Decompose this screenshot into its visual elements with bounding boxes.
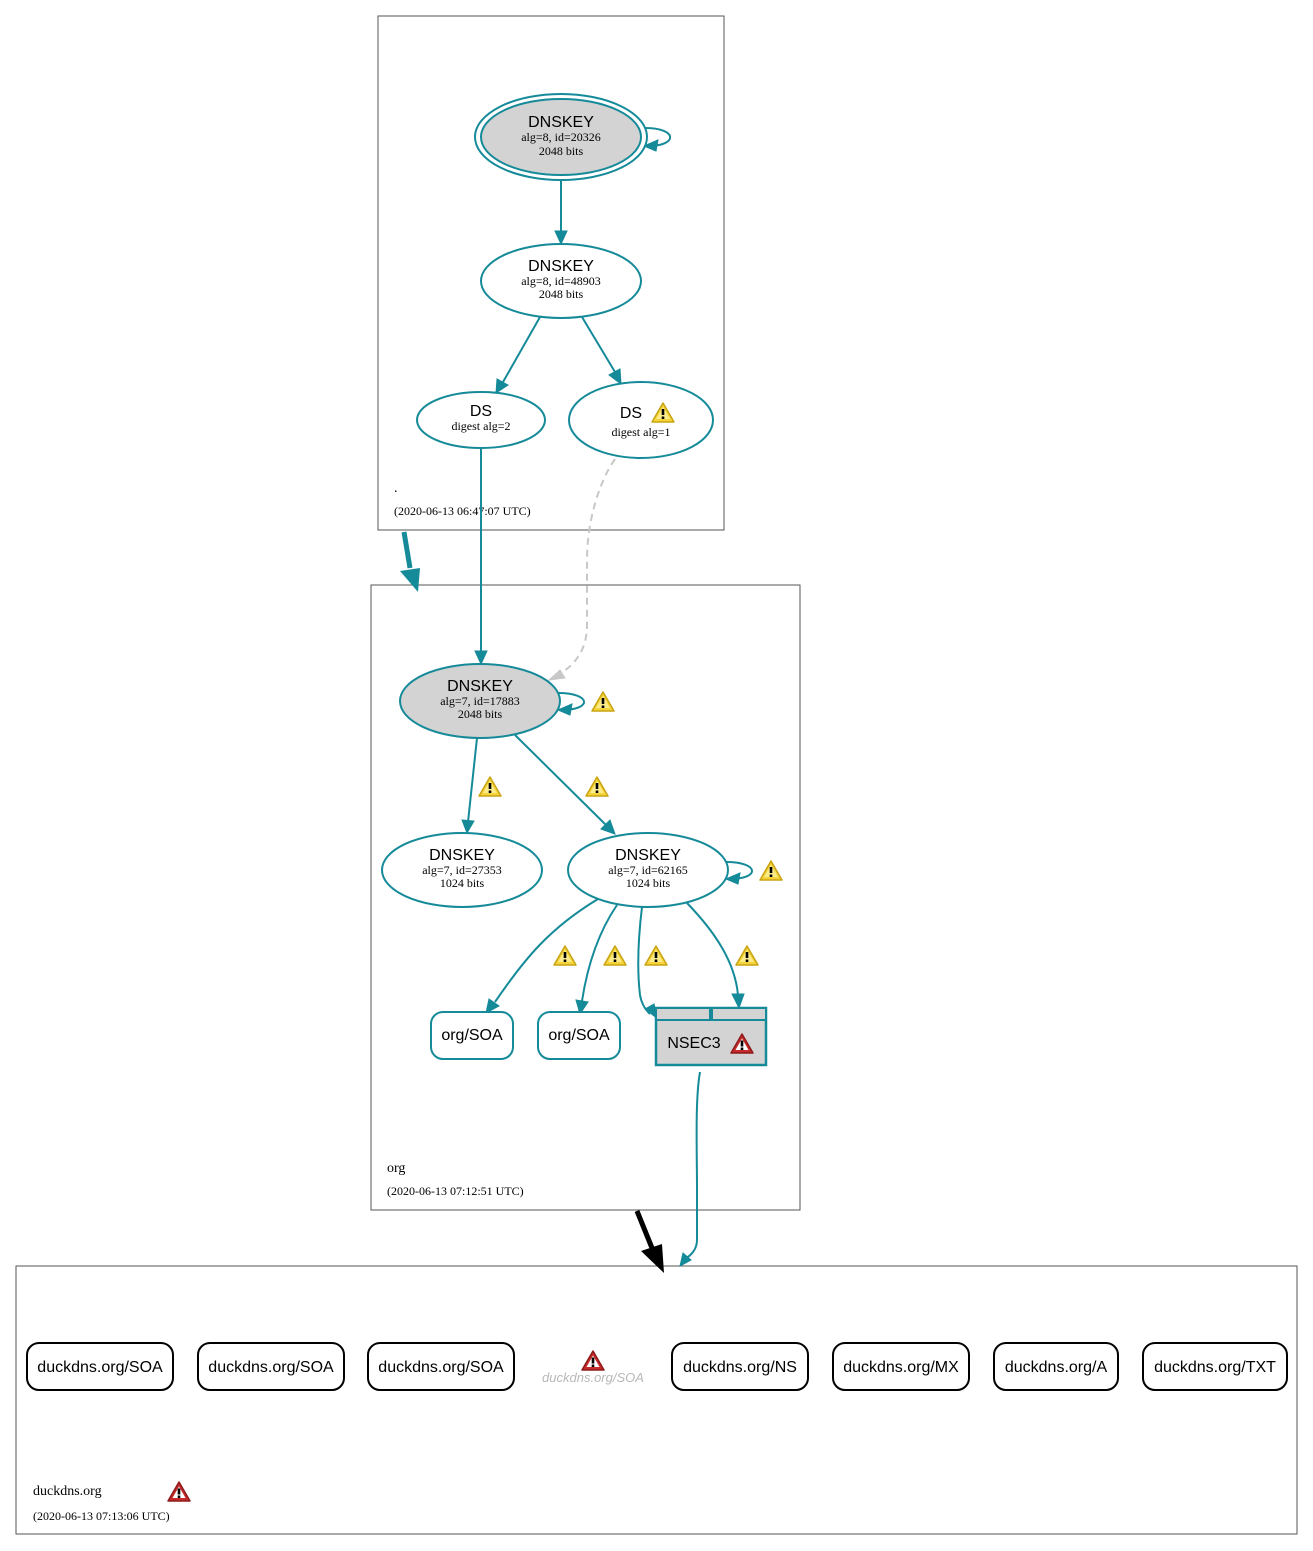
node-ds-digest2-detail: digest alg=2 (451, 419, 510, 433)
node-root-ksk[interactable]: DNSKEY alg=8, id=20326 2048 bits (474, 93, 648, 181)
node-root-ksk-detail: alg=8, id=20326 (521, 130, 601, 144)
node-org-dnskey-27353[interactable]: DNSKEY alg=7, id=27353 1024 bits (381, 832, 543, 908)
rrset-duckdns-a-label: duckdns.org/A (1005, 1359, 1108, 1376)
org-zone-timestamp: (2020-06-13 07:12:51 UTC) (387, 1184, 524, 1198)
node-nsec3-label: NSEC3 (667, 1035, 720, 1052)
rrset-duckdns-soa-missing-label: duckdns.org/SOA (542, 1370, 644, 1385)
delegation-arrow-org-duckdns (634, 1210, 664, 1273)
warning-icon-62165-nsec3-a (644, 945, 668, 966)
arrow-org-ksk-62165 (600, 819, 616, 835)
node-ds-digest1[interactable]: DS digest alg=1 (568, 381, 714, 459)
node-root-zsk-detail: alg=8, id=48903 (521, 274, 601, 288)
root-zone-name: . (394, 481, 398, 496)
rrset-duckdns-ns-label: duckdns.org/NS (683, 1359, 797, 1376)
node-ds-digest2[interactable]: DS digest alg=2 (416, 391, 546, 449)
node-root-zsk[interactable]: DNSKEY alg=8, id=48903 2048 bits (480, 243, 642, 319)
rrset-duckdns-soa-1[interactable]: duckdns.org/SOA (26, 1342, 174, 1391)
node-org-dnskey-62165-label: DNSKEY (615, 847, 681, 864)
node-org-ksk[interactable]: DNSKEY alg=7, id=17883 2048 bits (399, 663, 561, 739)
root-zone-timestamp: (2020-06-13 06:47:07 UTC) (394, 504, 531, 518)
node-org-dnskey-62165[interactable]: DNSKEY alg=7, id=62165 1024 bits (567, 832, 729, 908)
node-org-ksk-detail: alg=7, id=17883 (440, 694, 520, 708)
rrset-duckdns-soa-3[interactable]: duckdns.org/SOA (367, 1342, 515, 1391)
arrow-org-ksk-27353 (461, 819, 475, 835)
edge-nsec3-duckdns (685, 1071, 701, 1259)
arrow-root-zsk-ds1 (608, 368, 622, 386)
rrset-duckdns-soa-missing[interactable]: duckdns.org/SOA (542, 1350, 644, 1385)
edge-org-ksk-27353 (467, 737, 478, 823)
rrset-duckdns-soa-2-label: duckdns.org/SOA (208, 1359, 334, 1376)
edge-ds1-org-ksk-dashed (557, 458, 616, 676)
delegation-arrow-root-org (400, 531, 420, 592)
node-root-zsk-label: DNSKEY (528, 258, 594, 275)
node-org-soa-2-label: org/SOA (548, 1027, 610, 1044)
warning-icon-62165-soa1 (553, 945, 577, 966)
warning-icon-org-ksk-27353 (478, 776, 502, 797)
arrow-root-zsk-ds2 (495, 378, 509, 394)
edge-62165-nsec3-b (686, 902, 739, 996)
node-org-dnskey-27353-detail: alg=7, id=27353 (422, 863, 502, 877)
edge-org-ksk-62165 (514, 734, 607, 826)
warning-icon-62165-soa2 (603, 945, 627, 966)
org-zone-box (370, 584, 801, 1211)
arrow-root-ksk-zsk (554, 230, 568, 246)
rrset-duckdns-soa-3-label: duckdns.org/SOA (378, 1359, 504, 1376)
node-org-dnskey-27353-label: DNSKEY (429, 847, 495, 864)
warning-icon-62165-nsec3-b (735, 945, 759, 966)
node-org-soa-1-label: org/SOA (441, 1027, 503, 1044)
org-zone-name: org (387, 1161, 405, 1176)
arrow-62165-nsec3-b (731, 993, 745, 1010)
node-org-soa-1[interactable]: org/SOA (430, 1011, 514, 1060)
warning-icon-org-ksk-self (591, 691, 615, 712)
rrset-duckdns-soa-2[interactable]: duckdns.org/SOA (197, 1342, 345, 1391)
rrset-duckdns-ns[interactable]: duckdns.org/NS (671, 1342, 809, 1391)
arrow-org-ksk-self (556, 703, 573, 716)
edge-62165-soa2 (581, 904, 618, 1002)
rrset-duckdns-txt-label: duckdns.org/TXT (1154, 1359, 1276, 1376)
node-root-zsk-bits: 2048 bits (539, 287, 584, 301)
duckdns-zone-error-icon (167, 1481, 191, 1502)
node-org-soa-2[interactable]: org/SOA (537, 1011, 621, 1060)
node-root-ksk-bits: 2048 bits (539, 144, 584, 158)
duckdns-zone-box (15, 1265, 1298, 1535)
arrow-nsec3-duckdns (679, 1252, 692, 1267)
edge-root-zsk-ds2 (502, 316, 541, 383)
arrow-ds2-org-ksk (474, 650, 488, 666)
node-org-ksk-bits: 2048 bits (458, 707, 503, 721)
edge-root-zsk-ds1 (581, 316, 616, 373)
rrset-duckdns-soa-1-label: duckdns.org/SOA (37, 1359, 163, 1376)
arrow-62165-soa1 (485, 998, 500, 1014)
warning-icon-org-ksk-62165 (585, 776, 609, 797)
rrset-duckdns-mx[interactable]: duckdns.org/MX (832, 1342, 970, 1391)
edge-62165-soa1 (494, 898, 599, 1003)
node-ds-digest1-label: DS (620, 405, 642, 422)
node-ds-digest1-detail: digest alg=1 (611, 425, 670, 439)
duckdns-zone-timestamp: (2020-06-13 07:13:06 UTC) (33, 1509, 170, 1523)
node-root-ksk-label: DNSKEY (528, 114, 594, 131)
error-icon-duckdns-soa-missing (581, 1350, 605, 1371)
rrset-duckdns-mx-label: duckdns.org/MX (843, 1359, 959, 1376)
node-nsec3[interactable]: NSEC3 (654, 1006, 768, 1067)
node-org-dnskey-62165-detail: alg=7, id=62165 (608, 863, 688, 877)
arrow-ds1-org-ksk-dashed (547, 669, 566, 681)
node-ds-digest2-label: DS (470, 403, 492, 420)
rrset-duckdns-txt[interactable]: duckdns.org/TXT (1142, 1342, 1288, 1391)
node-org-ksk-label: DNSKEY (447, 678, 513, 695)
node-org-dnskey-27353-bits: 1024 bits (440, 876, 485, 890)
arrow-root-ksk-self (642, 139, 659, 152)
arrow-62165-self (724, 872, 741, 885)
warning-icon-62165-self (759, 860, 783, 881)
rrset-duckdns-a[interactable]: duckdns.org/A (993, 1342, 1119, 1391)
root-zone-box (377, 15, 725, 531)
node-org-dnskey-62165-bits: 1024 bits (626, 876, 671, 890)
arrow-62165-soa2 (575, 999, 589, 1016)
duckdns-zone-name: duckdns.org (33, 1484, 102, 1499)
